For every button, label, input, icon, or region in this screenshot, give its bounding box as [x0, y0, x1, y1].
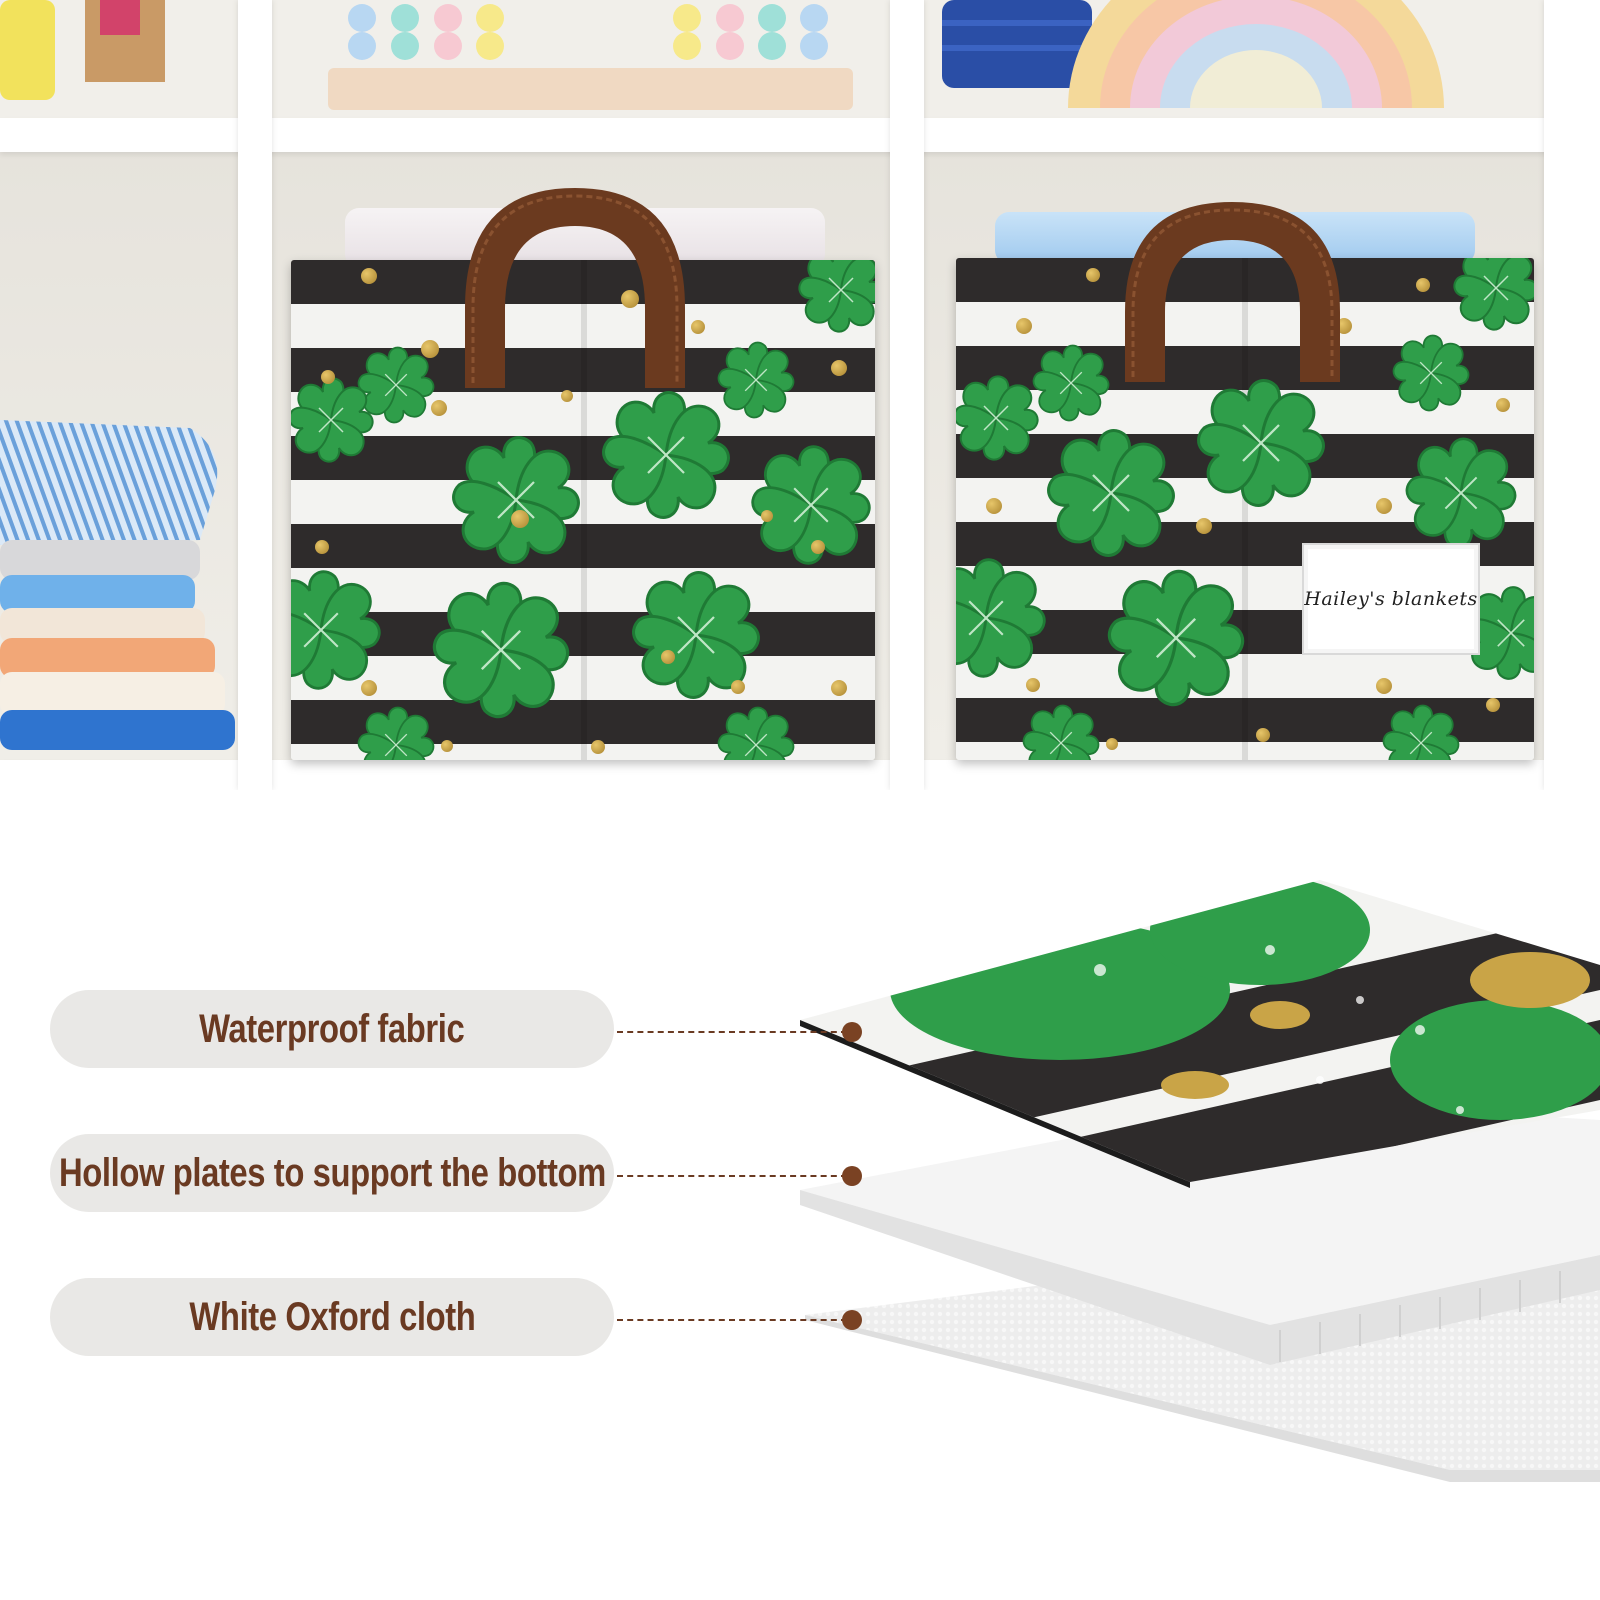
leader-line-3: [617, 1319, 847, 1321]
clover-icon: [711, 335, 801, 425]
shelf-divider-3: [1544, 0, 1600, 790]
shelf-divider-1: [238, 0, 272, 790]
clover-icon: [1386, 328, 1476, 418]
leather-handle-left: [465, 188, 685, 388]
layers-illustration: [800, 880, 1600, 1482]
clover-icon: [791, 260, 875, 340]
folded-clothes: [0, 420, 235, 750]
leather-handle-right: [1125, 202, 1340, 382]
clover-icon: [441, 425, 591, 575]
storage-basket-right: [956, 258, 1534, 760]
layer-label-pill-1: Waterproof fabric: [50, 990, 614, 1068]
leader-bullet-1: [842, 1022, 862, 1042]
clover-icon: [1036, 418, 1186, 568]
leader-line-2: [617, 1175, 847, 1177]
clover-icon: [421, 570, 581, 730]
layer-label-waterproof-fabric: Waterproof fabric: [199, 1006, 465, 1051]
clover-icon: [291, 370, 381, 470]
layer-label-pill-3: White Oxford cloth: [50, 1278, 614, 1356]
clover-icon: [351, 700, 441, 760]
clover-icon: [741, 435, 875, 575]
clover-icon: [711, 700, 801, 760]
layer-label-pill-2: Hollow plates to support the bottom: [50, 1134, 614, 1212]
leader-line-1: [617, 1031, 847, 1033]
clover-icon: [1376, 698, 1466, 760]
leader-bullet-3: [842, 1310, 862, 1330]
name-label-card: Hailey's blankets: [1302, 543, 1480, 655]
clover-icon: [291, 560, 391, 700]
clover-icon: [956, 368, 1046, 468]
clover-icon: [956, 548, 1056, 688]
clover-icon: [621, 560, 771, 710]
clover-icon: [1096, 558, 1256, 718]
clover-icon: [1016, 698, 1106, 760]
layer-label-white-oxford-cloth: White Oxford cloth: [188, 1294, 475, 1339]
top-shelf-toys: [0, 0, 1444, 110]
clover-icon: [1396, 428, 1526, 558]
clover-icon: [1186, 368, 1336, 518]
shelf-photo: Hailey's blankets: [0, 0, 1600, 790]
storage-basket-left: [291, 260, 875, 760]
label-card-text: Hailey's blankets: [1304, 588, 1478, 610]
clover-icon: [1446, 258, 1534, 338]
layer-label-hollow-plates: Hollow plates to support the bottom: [58, 1150, 606, 1195]
shelf-divider-2: [890, 0, 924, 790]
hollow-plate-layer: [800, 1100, 1600, 1325]
leader-bullet-2: [842, 1166, 862, 1186]
